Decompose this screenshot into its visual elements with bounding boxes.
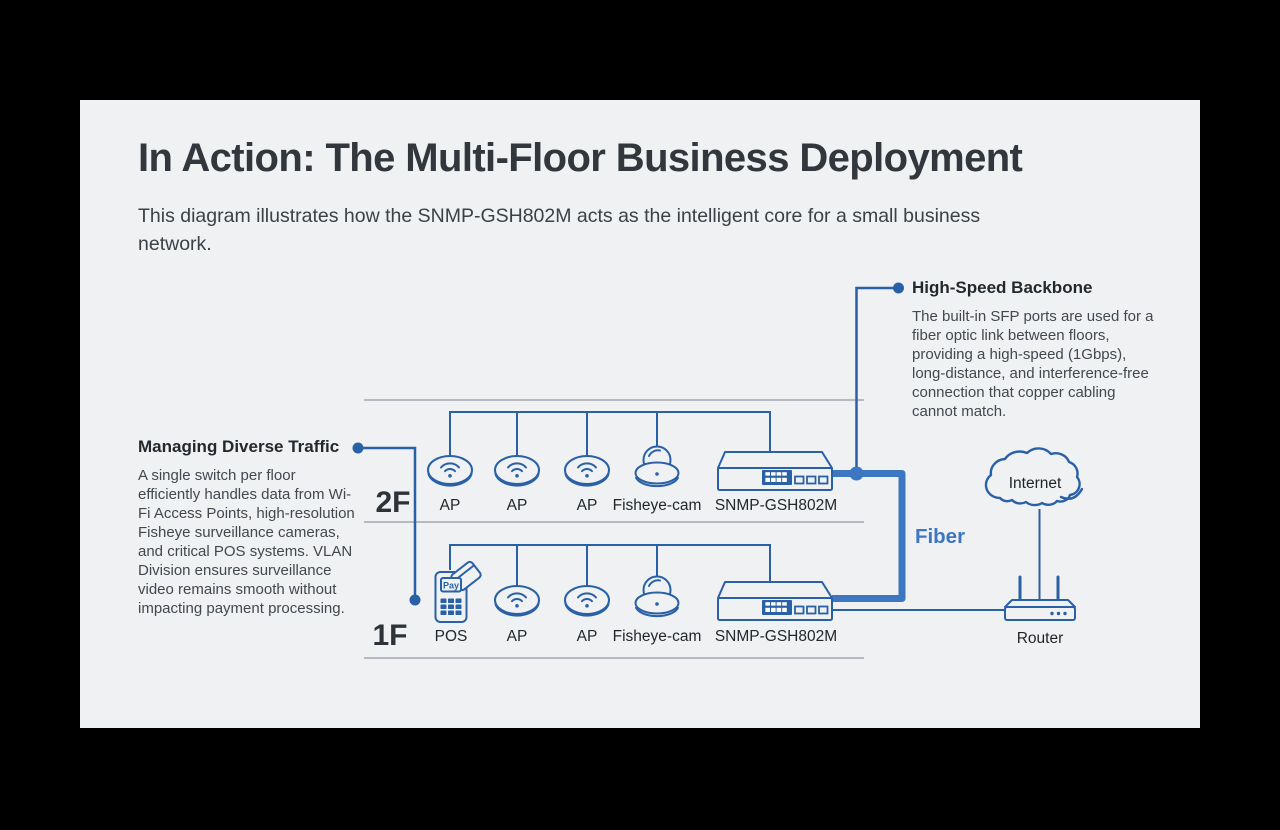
network-diagram: Pay Int xyxy=(352,282,1084,659)
page-subtitle: This diagram illustrates how the SNMP-GS… xyxy=(138,205,981,255)
left-annotation-connector xyxy=(358,446,417,600)
annotation-body: The built-in SFP ports are used for a fi… xyxy=(912,308,1154,420)
annotation-high-speed-backbone: High-Speed Backbone The built-in SFP por… xyxy=(912,278,1156,421)
device-label-1f-switch: SNMP-GSH802M xyxy=(715,628,837,645)
device-label-2f-ap2: AP xyxy=(507,497,528,514)
left-annotation-dot-top xyxy=(352,442,364,454)
pos-icon: Pay xyxy=(434,560,482,623)
fisheye-cam-icon xyxy=(634,445,680,488)
switch-icon xyxy=(717,581,833,621)
fisheye-cam-icon xyxy=(634,575,680,618)
device-label-2f-ap1: AP xyxy=(440,497,461,514)
annotation-managing-diverse-traffic: Managing Diverse Traffic A single switch… xyxy=(138,437,358,618)
switch-icon xyxy=(717,451,833,491)
router-label: Router xyxy=(1017,630,1064,647)
internet-label: Internet xyxy=(1009,475,1062,492)
infographic-card: In Action: The Multi-Floor Business Depl… xyxy=(80,100,1200,728)
annotation-body: A single switch per floor efficiently ha… xyxy=(138,467,355,617)
ap-icon xyxy=(564,585,610,617)
router-icon xyxy=(1004,575,1076,621)
device-label-1f-cam: Fisheye-cam xyxy=(613,628,702,645)
bus-2f xyxy=(449,411,771,458)
device-label-2f-cam: Fisheye-cam xyxy=(613,497,702,514)
floor-label-2f: 2F xyxy=(375,486,410,519)
right-annotation-connector xyxy=(855,286,899,470)
annotation-title: Managing Diverse Traffic xyxy=(138,437,340,456)
left-annotation-dot-bottom xyxy=(409,594,421,606)
pos-screen-label: Pay xyxy=(443,581,459,591)
device-label-2f-ap3: AP xyxy=(577,497,598,514)
fiber-junction-dot xyxy=(849,466,864,481)
ap-icon xyxy=(494,585,540,617)
floor-lines xyxy=(364,399,864,659)
ap-icon xyxy=(564,455,610,487)
floor-label-1f: 1F xyxy=(372,619,407,652)
bus-1f xyxy=(449,544,771,584)
page-title: In Action: The Multi-Floor Business Depl… xyxy=(138,136,1023,180)
ap-icon xyxy=(494,455,540,487)
annotation-title: High-Speed Backbone xyxy=(912,278,1093,297)
fiber-label: Fiber xyxy=(915,525,965,548)
right-annotation-dot xyxy=(893,282,904,294)
device-label-1f-pos: POS xyxy=(435,628,468,645)
device-label-1f-ap1: AP xyxy=(507,628,528,645)
device-label-1f-ap2: AP xyxy=(577,628,598,645)
ap-icon xyxy=(427,455,473,487)
lan-cabling xyxy=(449,411,1041,611)
fiber-link xyxy=(832,470,906,602)
device-label-2f-switch: SNMP-GSH802M xyxy=(715,497,837,514)
fiber-backbone xyxy=(832,466,906,602)
annotation-connectors xyxy=(352,282,904,606)
internet-cloud-icon: Internet xyxy=(984,447,1084,507)
